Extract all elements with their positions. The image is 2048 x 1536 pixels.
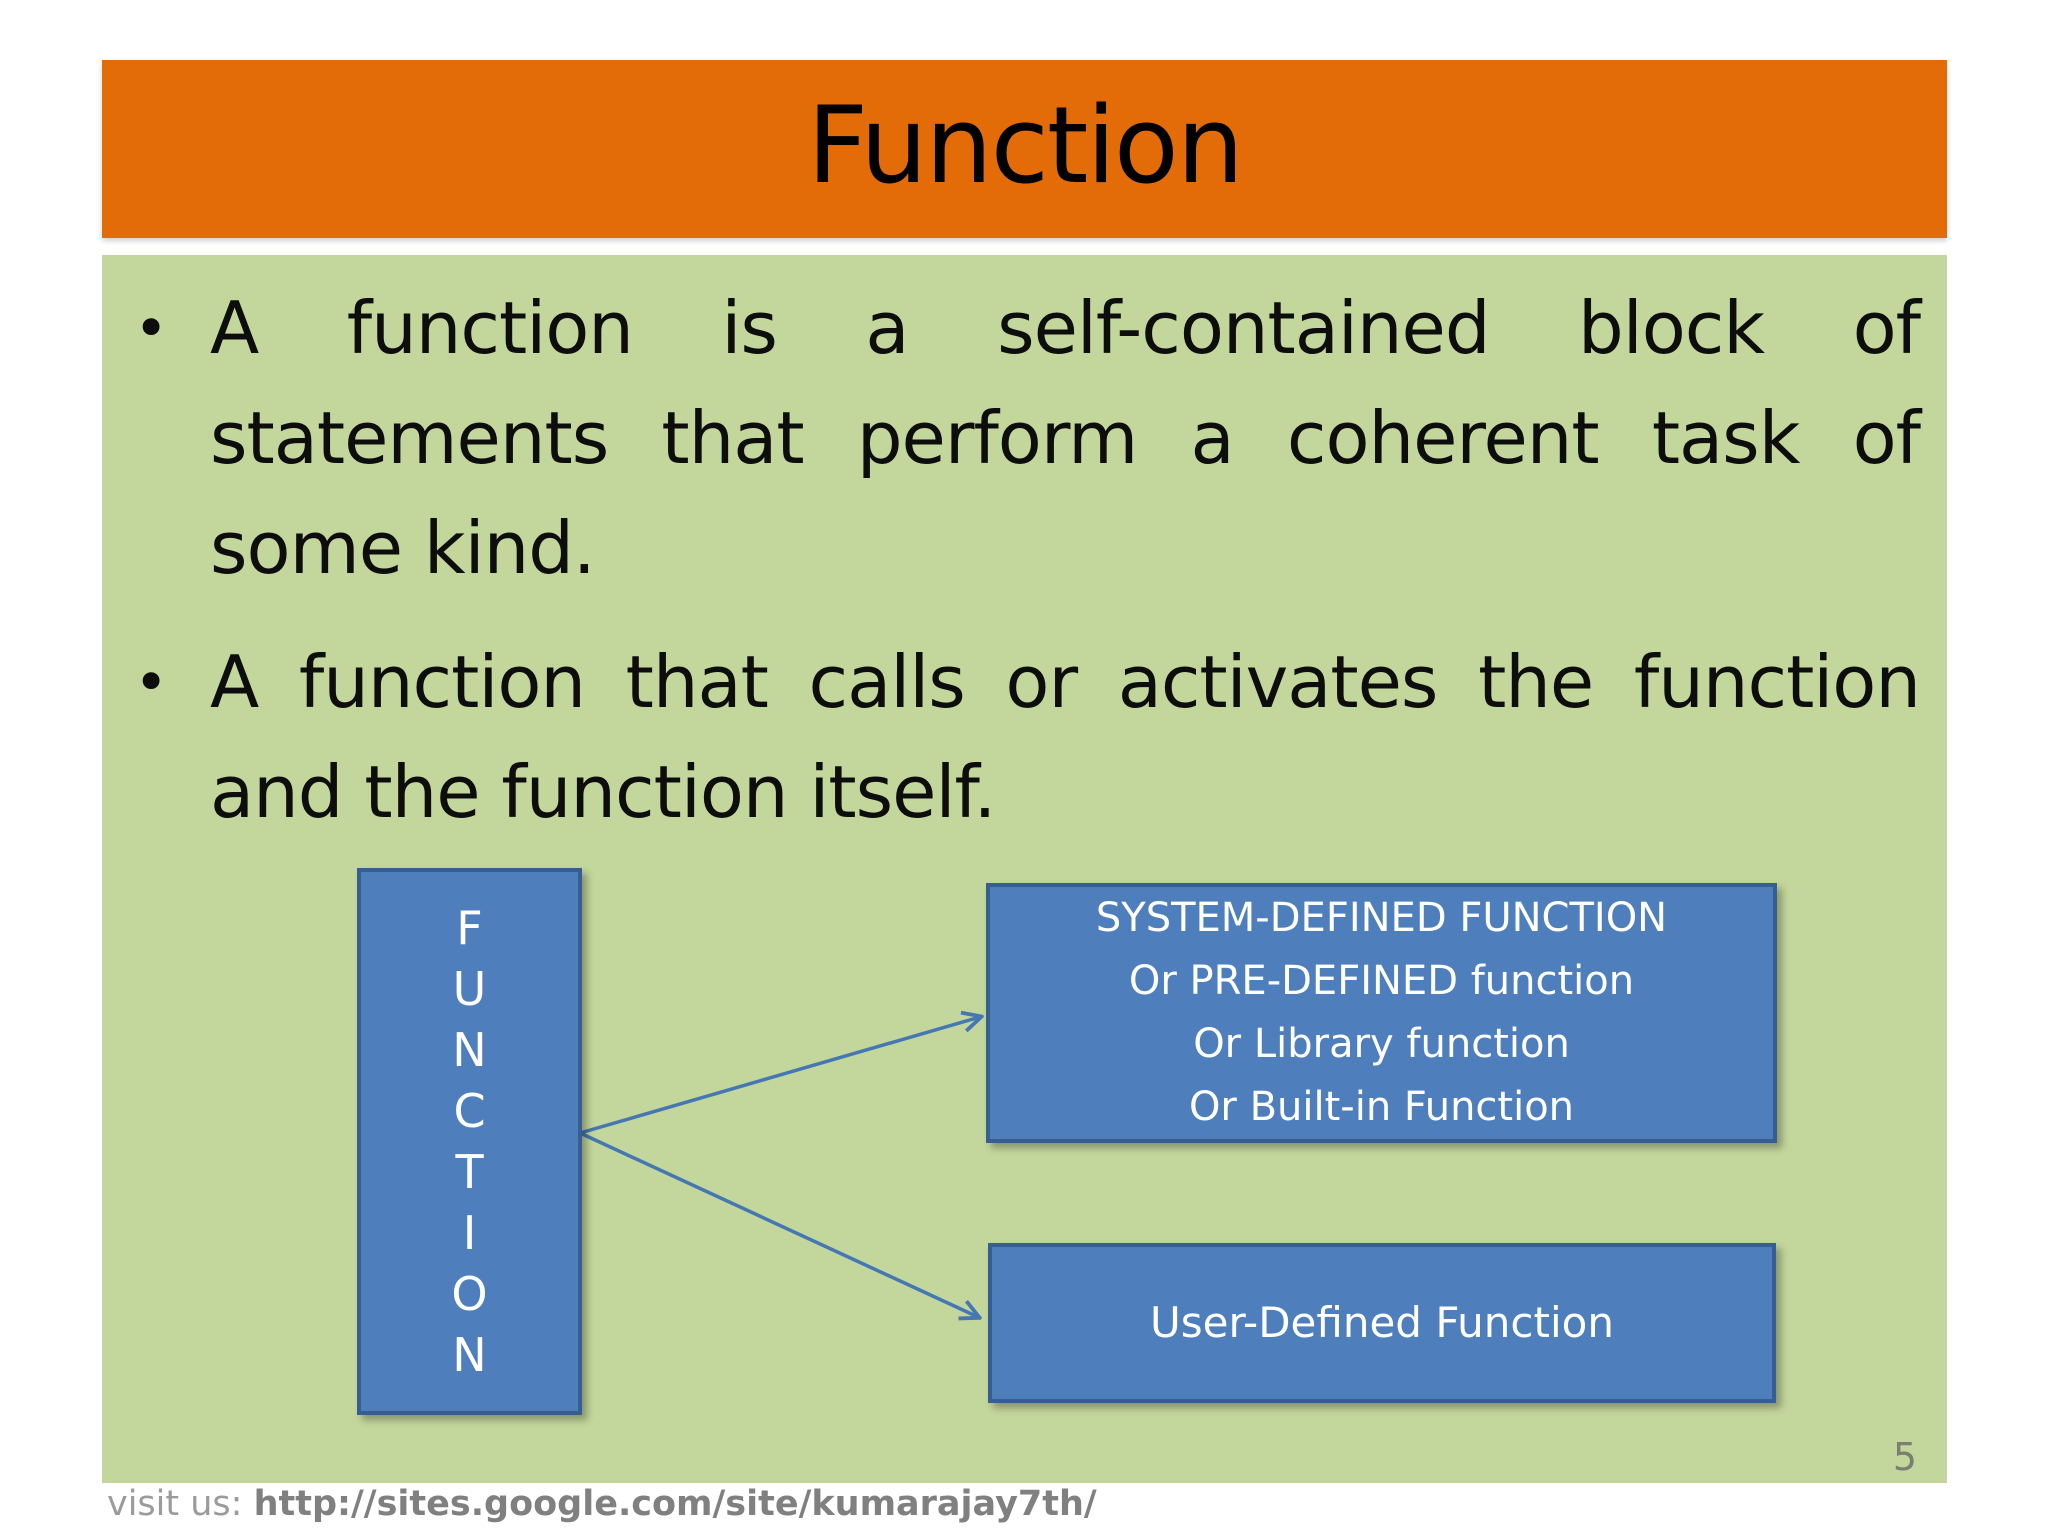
bullet-marker: • bbox=[134, 294, 169, 362]
content-panel: • A function is a self-contained block o… bbox=[102, 255, 1947, 1483]
function-box-letter: C bbox=[453, 1083, 486, 1138]
user-box-label: User-Defined Function bbox=[1150, 1298, 1614, 1347]
function-box-letter: N bbox=[452, 1327, 487, 1382]
page-title: Function bbox=[807, 84, 1244, 207]
bullet-item: • A function that calls or activates the… bbox=[102, 627, 1921, 847]
system-box-line: Or PRE-DEFINED function bbox=[1128, 958, 1635, 1004]
page-number: 5 bbox=[1892, 1435, 1917, 1479]
function-box: F U N C T I O N bbox=[357, 868, 582, 1415]
function-box-letter: N bbox=[452, 1022, 487, 1077]
function-box-letter: U bbox=[452, 961, 487, 1016]
bullet-list: • A function is a self-contained block o… bbox=[102, 255, 1947, 847]
function-box-letter: T bbox=[455, 1144, 484, 1199]
function-box-letter: O bbox=[451, 1266, 488, 1321]
title-bar: Function bbox=[102, 60, 1947, 238]
user-defined-function-box: User-Defined Function bbox=[988, 1243, 1776, 1403]
bullet-item: • A function is a self-contained block o… bbox=[102, 273, 1921, 603]
system-defined-function-box: SYSTEM-DEFINED FUNCTION Or PRE-DEFINED f… bbox=[986, 883, 1777, 1143]
system-box-line: Or Built-in Function bbox=[1188, 1084, 1575, 1130]
function-box-letter: I bbox=[462, 1205, 477, 1260]
footer-url: http://sites.google.com/site/kumarajay7t… bbox=[253, 1484, 1097, 1524]
footer-label: visit us: bbox=[107, 1484, 254, 1524]
bullet-text: A function is a self-contained block of … bbox=[210, 286, 1921, 590]
bullet-text: A function that calls or activates the f… bbox=[210, 640, 1921, 834]
function-box-letter: F bbox=[456, 900, 483, 955]
system-box-line: Or Library function bbox=[1193, 1021, 1570, 1067]
arrow-to-system-box bbox=[579, 1017, 980, 1135]
footer: visit us: http://sites.google.com/site/k… bbox=[107, 1484, 1097, 1524]
system-box-line: SYSTEM-DEFINED FUNCTION bbox=[1095, 895, 1668, 941]
bullet-marker: • bbox=[134, 648, 169, 716]
arrow-to-user-box bbox=[579, 1131, 978, 1317]
